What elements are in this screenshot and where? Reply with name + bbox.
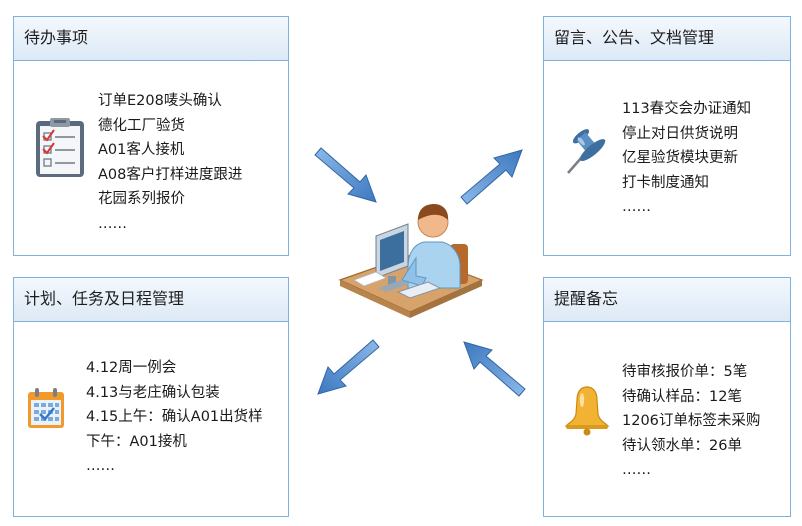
arrow-up-left-icon xyxy=(463,341,526,397)
list-item: 订单E208唛头确认 xyxy=(98,93,222,109)
reminder-panel-title: 提醒备忘 xyxy=(544,278,790,322)
list-item: 下午：A01接机 xyxy=(86,433,187,450)
notice-list: 113春交会办证通知 停止对日供货说明 亿星验货模块更新 打卡制度通知 …… xyxy=(622,97,751,220)
arrow-down-right-icon xyxy=(314,147,377,203)
plan-list: 4.12周一例会 4.13与老庄确认包装 4.15上午：确认A01出货样 下午：… xyxy=(86,356,263,479)
reminder-list: 待审核报价单：5笔 待确认样品：12笔 1206订单标签未采购 待认领水单：26… xyxy=(622,360,760,483)
list-item: …… xyxy=(622,199,651,215)
list-item: …… xyxy=(622,462,651,478)
list-item: 打卡制度通知 xyxy=(622,174,709,191)
list-item: A01客人接机 xyxy=(98,142,185,158)
todo-list: 订单E208唛头确认 德化工厂验货 A01客人接机 A08客户打样进度跟进 花园… xyxy=(98,89,242,236)
clipboard-checklist-icon xyxy=(34,117,86,183)
arrow-down-left-icon xyxy=(317,339,380,395)
list-item: 4.12周一例会 xyxy=(86,360,177,376)
plan-panel-title: 计划、任务及日程管理 xyxy=(14,278,288,322)
list-item: 德化工厂验货 xyxy=(98,117,185,134)
list-item: …… xyxy=(98,215,127,232)
list-item: 花园系列报价 xyxy=(98,191,185,207)
bell-icon xyxy=(562,384,612,440)
list-item: A08客户打样进度跟进 xyxy=(98,166,243,183)
pushpin-icon xyxy=(564,127,610,181)
list-item: 停止对日供货说明 xyxy=(622,125,738,142)
reminder-panel: 提醒备忘 待审核报价单：5笔 待确认样品：12笔 1206订单标签未采购 待认领… xyxy=(543,277,791,517)
list-item: 4.13与老庄确认包装 xyxy=(86,384,220,401)
list-item: 待确认样品：12笔 xyxy=(622,388,742,405)
list-item: 4.15上午：确认A01出货样 xyxy=(86,409,263,425)
arrow-up-right-icon xyxy=(460,149,523,205)
list-item: 待审核报价单：5笔 xyxy=(622,364,748,380)
calendar-icon xyxy=(26,386,66,434)
user-at-computer-icon xyxy=(338,204,484,318)
notice-panel-title: 留言、公告、文档管理 xyxy=(544,17,790,61)
notice-panel: 留言、公告、文档管理 113春交会办证通知 停止对日供货说明 亿星验货模块更新 … xyxy=(543,16,791,256)
list-item: …… xyxy=(86,458,115,474)
list-item: 113春交会办证通知 xyxy=(622,101,752,117)
todo-panel-title: 待办事项 xyxy=(14,17,288,61)
list-item: 1206订单标签未采购 xyxy=(622,413,761,429)
plan-panel: 计划、任务及日程管理 4.12周一例会 4.13与老庄确认包装 4.15上午：确… xyxy=(13,277,289,517)
list-item: 亿星验货模块更新 xyxy=(622,150,738,166)
list-item: 待认领水单：26单 xyxy=(622,437,742,454)
todo-panel: 待办事项 订单E208唛头确认 德化工厂验货 A01客人接机 A08客户打样进度… xyxy=(13,16,289,256)
